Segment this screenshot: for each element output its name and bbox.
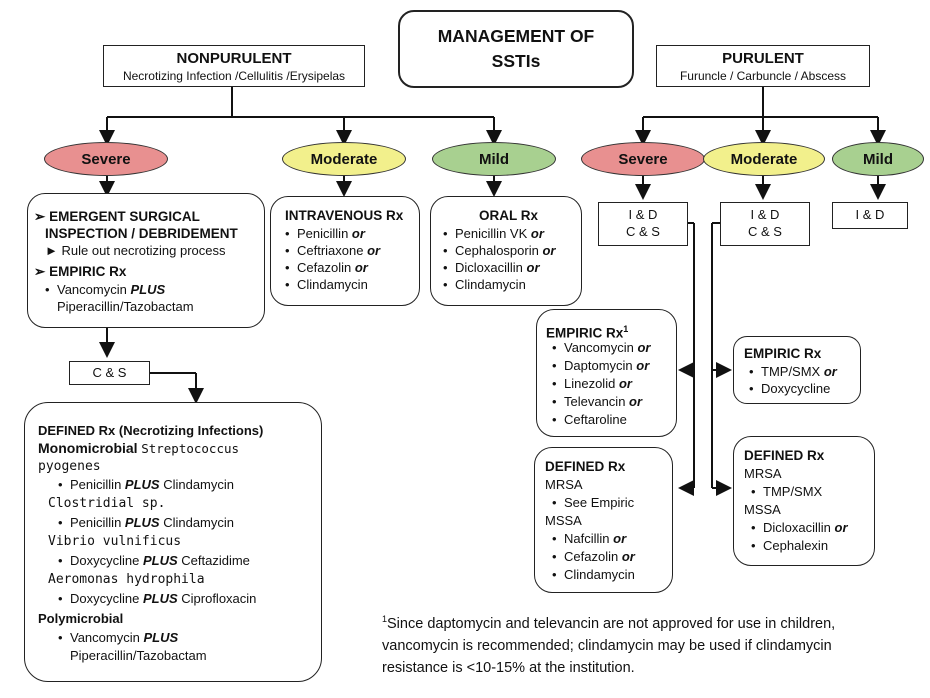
empiric-mod-item: •TMP/SMX or	[749, 364, 837, 379]
np-severe-oval: Severe	[44, 142, 168, 176]
nonpurulent-box: NONPURULENT Necrotizing Infection /Cellu…	[103, 45, 365, 87]
title-box: MANAGEMENT OF SSTIs	[398, 10, 634, 88]
nec-rx-5b: Piperacillin/Tazobactam	[70, 648, 207, 663]
purulent-box: PURULENT Furuncle / Carbuncle / Abscess	[656, 45, 870, 87]
defined-severe-item: •Clindamycin	[552, 567, 635, 582]
np-culture-box: C & S	[69, 361, 150, 385]
vibrio-line: Vibrio vulnificus	[48, 534, 182, 549]
poly-head: Polymicrobial	[38, 611, 124, 626]
severe-np-line-4: ➢ EMPIRIC Rx	[34, 264, 127, 279]
iv-item: •Cefazolin or	[285, 260, 368, 275]
footnote-line-2: vancomycin is recommended; clindamycin m…	[382, 637, 832, 654]
oral-item: •Penicillin VK or	[443, 226, 544, 241]
oral-item: •Dicloxacillin or	[443, 260, 540, 275]
empiric-moderate-box: EMPIRIC Rx •TMP/SMX or •Doxycycline	[733, 336, 861, 404]
p-mild-id-label: I & D	[855, 207, 885, 222]
p-severe-id-l1: I & D	[628, 207, 658, 222]
p-moderate-id-l1: I & D	[750, 207, 780, 222]
p-moderate-label: Moderate	[730, 150, 798, 168]
p-moderate-id-l2: C & S	[748, 224, 782, 239]
p-mild-label: Mild	[863, 150, 893, 168]
defined-mod-item: •Dicloxacillin or	[751, 520, 848, 535]
footnote-line-1: 1Since daptomycin and televancin are not…	[382, 614, 836, 632]
clostridial-line: Clostridial sp.	[48, 496, 166, 511]
title-line-2: SSTIs	[491, 51, 541, 71]
defined-nec-head: DEFINED Rx (Necrotizing Infections)	[38, 423, 264, 438]
mono-line: Monomicrobial Streptococcus	[38, 440, 240, 456]
footnote: 1Since daptomycin and televancin are not…	[382, 608, 922, 679]
purulent-label: PURULENT	[722, 50, 804, 67]
p-mild-id-box: I & D	[832, 202, 908, 229]
nec-rx-5: •Vancomycin PLUS	[58, 630, 179, 645]
defined-severe-box: DEFINED Rx MRSA •See Empiric MSSA •Nafci…	[534, 447, 673, 593]
defined-mod-head: DEFINED Rx	[744, 448, 825, 463]
defined-severe-see: •See Empiric	[552, 495, 635, 510]
nec-rx-4: •Doxycycline PLUS Ciprofloxacin	[58, 591, 257, 606]
iv-item: •Ceftriaxone or	[285, 243, 381, 258]
empiric-severe-item: •Vancomycin or	[552, 340, 651, 355]
aeromonas-line: Aeromonas hydrophila	[48, 572, 205, 587]
p-moderate-oval: Moderate	[703, 142, 825, 176]
empiric-severe-box: EMPIRIC Rx1 •Vancomycin or •Daptomycin o…	[536, 309, 677, 437]
defined-necrotizing-box: DEFINED Rx (Necrotizing Infections) Mono…	[24, 402, 322, 682]
p-severe-label: Severe	[618, 150, 668, 168]
oral-rx-box: ORAL Rx •Penicillin VK or •Cephalosporin…	[430, 196, 582, 306]
p-moderate-id-box: I & D C & S	[720, 202, 810, 246]
empiric-severe-item: •Daptomycin or	[552, 358, 650, 373]
np-moderate-label: Moderate	[310, 150, 378, 168]
strep-line-2: pyogenes	[38, 459, 101, 474]
empiric-severe-head: EMPIRIC Rx1	[546, 324, 629, 341]
footnote-line-3: resistance is <10-15% at the institution…	[382, 659, 635, 676]
np-mild-label: Mild	[479, 150, 509, 168]
p-severe-oval: Severe	[581, 142, 705, 176]
oral-item: •Clindamycin	[443, 277, 526, 292]
severe-np-line-2: INSPECTION / DEBRIDEMENT	[45, 226, 238, 241]
nec-rx-1: •Penicillin PLUS Clindamycin	[58, 477, 235, 492]
severe-nonpurulent-box: ➢ EMERGENT SURGICAL INSPECTION / DEBRIDE…	[27, 193, 265, 328]
p-severe-id-l2: C & S	[626, 224, 660, 239]
empiric-severe-item: •Linezolid or	[552, 376, 632, 391]
defined-mod-mrsa: MRSA	[744, 466, 782, 481]
defined-severe-mssa: MSSA	[545, 513, 582, 528]
p-severe-id-box: I & D C & S	[598, 202, 688, 246]
np-severe-label: Severe	[81, 150, 131, 168]
severe-np-line-3: ► Rule out necrotizing process	[45, 243, 226, 258]
oral-head: ORAL Rx	[479, 208, 539, 223]
defined-mod-mssa: MSSA	[744, 502, 781, 517]
empiric-mod-item: •Doxycycline	[749, 381, 831, 396]
nonpurulent-label: NONPURULENT	[176, 50, 292, 67]
defined-severe-mrsa: MRSA	[545, 477, 583, 492]
defined-mod-tmp: •TMP/SMX	[751, 484, 823, 499]
empiric-severe-item: •Ceftaroline	[552, 412, 627, 427]
defined-severe-item: •Nafcillin or	[552, 531, 627, 546]
empiric-mod-head: EMPIRIC Rx	[744, 346, 822, 361]
iv-head: INTRAVENOUS Rx	[285, 208, 404, 223]
empiric-severe-item: •Televancin or	[552, 394, 643, 409]
purulent-sub: Furuncle / Carbuncle / Abscess	[679, 69, 847, 83]
np-culture-label: C & S	[92, 365, 127, 380]
severe-np-line-6: Piperacillin/Tazobactam	[57, 299, 194, 314]
severe-np-line-5: •Vancomycin PLUS	[45, 282, 166, 297]
nec-rx-2: •Penicillin PLUS Clindamycin	[58, 515, 235, 530]
p-mild-oval: Mild	[832, 142, 924, 176]
defined-severe-head: DEFINED Rx	[545, 459, 626, 474]
defined-mod-item: •Cephalexin	[751, 538, 829, 553]
nec-rx-3: •Doxycycline PLUS Ceftazidime	[58, 553, 250, 568]
defined-moderate-box: DEFINED Rx MRSA •TMP/SMX MSSA •Dicloxaci…	[733, 436, 875, 566]
intravenous-rx-box: INTRAVENOUS Rx •Penicillin or •Ceftriaxo…	[270, 196, 420, 306]
oral-item: •Cephalosporin or	[443, 243, 556, 258]
iv-item: •Penicillin or	[285, 226, 365, 241]
np-mild-oval: Mild	[432, 142, 556, 176]
np-moderate-oval: Moderate	[282, 142, 406, 176]
severe-np-line-1: ➢ EMERGENT SURGICAL	[34, 209, 200, 224]
defined-severe-item: •Cefazolin or	[552, 549, 635, 564]
title-line-1: MANAGEMENT OF	[437, 26, 595, 46]
iv-item: •Clindamycin	[285, 277, 368, 292]
nonpurulent-sub: Necrotizing Infection /Cellulitis /Erysi…	[122, 69, 346, 83]
